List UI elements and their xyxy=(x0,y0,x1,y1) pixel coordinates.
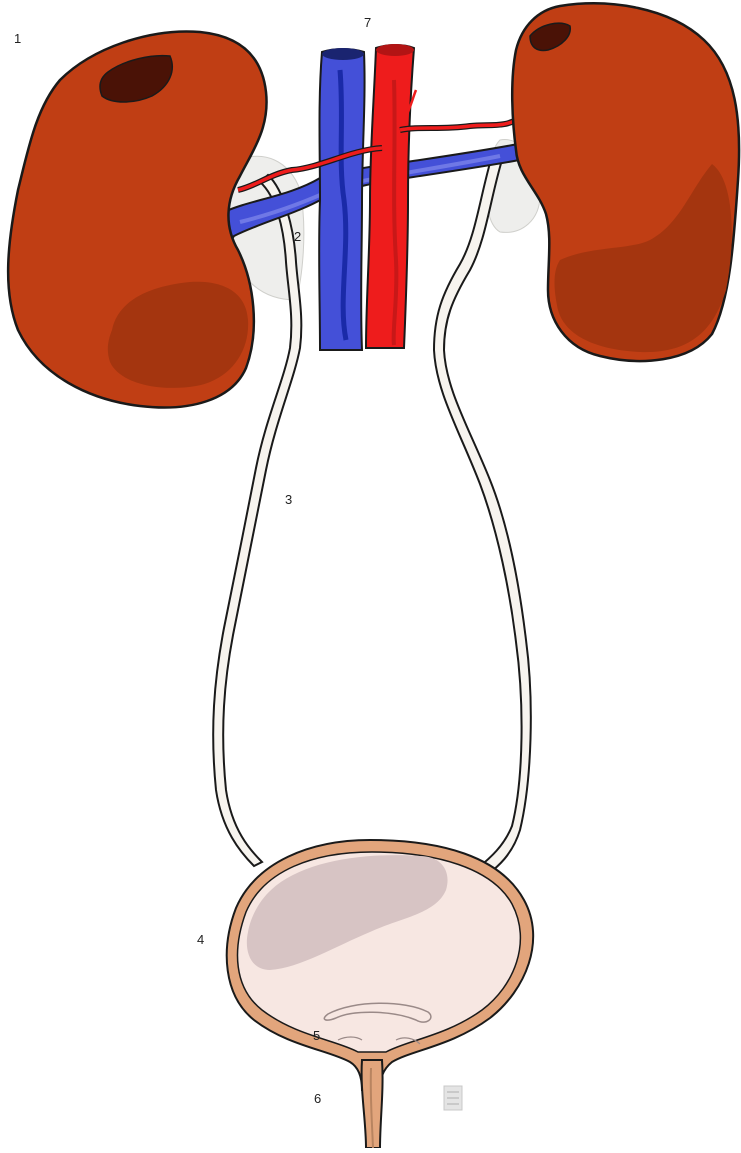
label-renal-vein: 2 xyxy=(294,229,301,244)
label-kidney: 1 xyxy=(14,31,21,46)
label-bladder: 4 xyxy=(197,932,204,947)
label-trigone: 5 xyxy=(313,1028,320,1043)
label-urethra: 6 xyxy=(314,1091,321,1106)
label-ureter: 3 xyxy=(285,492,292,507)
right-ureter xyxy=(434,156,531,876)
aorta-shading xyxy=(394,80,397,345)
label-great-vessels: 7 xyxy=(364,15,371,30)
watermark-icon xyxy=(444,1086,462,1110)
right-renal-artery-fill xyxy=(400,118,520,130)
aorta xyxy=(366,45,414,348)
vena-cava-opening xyxy=(322,48,364,60)
aorta-opening xyxy=(376,44,414,56)
